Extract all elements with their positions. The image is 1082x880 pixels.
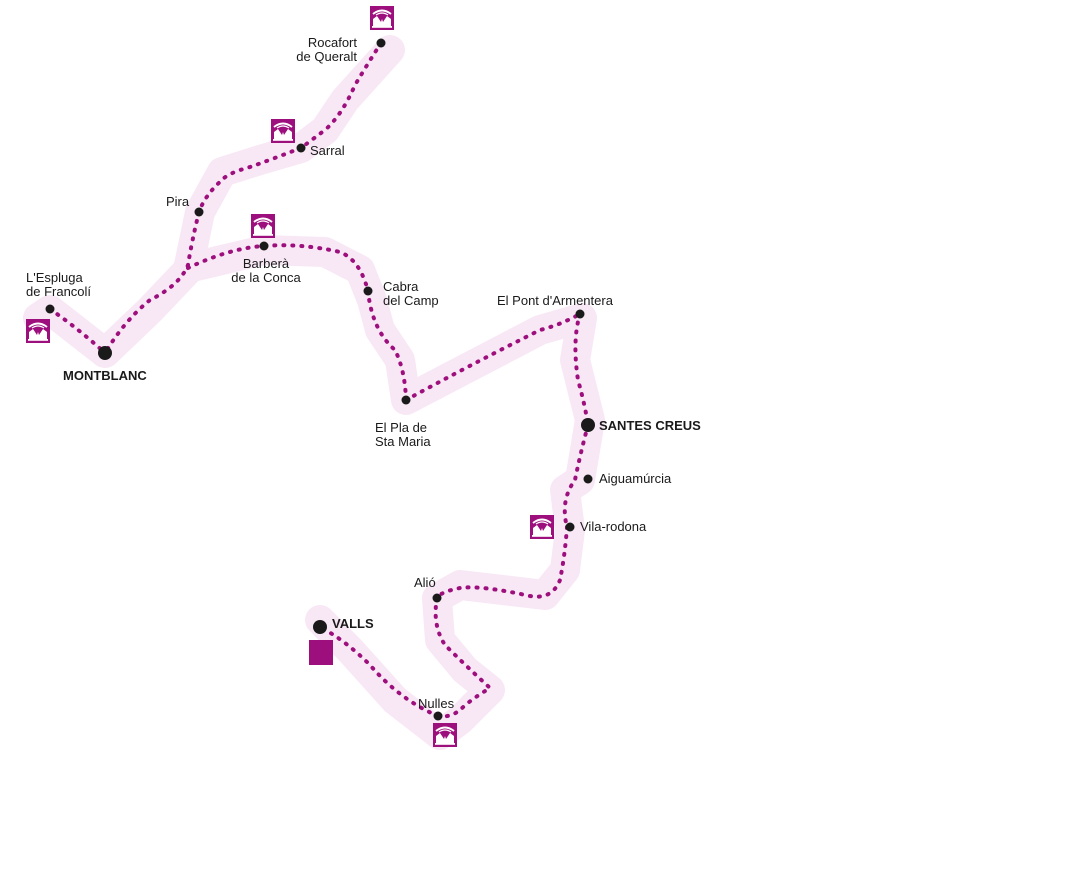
town-dot-sarral[interactable] [296, 143, 306, 153]
label-barbera-2: de la Conca [231, 270, 301, 285]
wine-cellar-icon[interactable] [270, 118, 296, 144]
town-dots [45, 38, 595, 721]
town-dot-montblanc[interactable] [98, 346, 112, 360]
town-dot-vilarodona[interactable] [565, 522, 575, 532]
label-valls: VALLS [332, 616, 374, 631]
label-alio: Alió [414, 575, 436, 590]
label-pont: El Pont d'Armentera [497, 293, 614, 308]
town-dot-nulles[interactable] [433, 711, 443, 721]
label-pira: Pira [166, 194, 190, 209]
label-rocafort-1: Rocafort [308, 35, 358, 50]
wine-cellar-icon[interactable] [250, 213, 276, 239]
wine-cellar-icon[interactable] [369, 5, 395, 31]
town-dot-pont[interactable] [575, 309, 585, 319]
town-dot-valls[interactable] [313, 620, 327, 634]
wine-cellar-icon[interactable] [529, 514, 555, 540]
label-cabra-1: Cabra [383, 279, 419, 294]
label-espluga-1: L'Espluga [26, 270, 83, 285]
town-dot-cabra[interactable] [363, 286, 373, 296]
town-dot-espluga[interactable] [45, 304, 55, 314]
label-aiguamurcia: Aiguamúrcia [599, 471, 672, 486]
label-nulles: Nulles [418, 696, 455, 711]
label-rocafort-2: de Queralt [296, 49, 357, 64]
square-marker-icon[interactable] [309, 640, 333, 665]
town-dot-aiguamurcia[interactable] [583, 474, 593, 484]
wine-cellar-icon[interactable] [25, 318, 51, 344]
town-dot-alio[interactable] [432, 593, 442, 603]
label-espluga-2: de Francolí [26, 284, 91, 299]
town-dot-pira[interactable] [194, 207, 204, 217]
label-barbera-1: Barberà [243, 256, 290, 271]
town-dot-santes-creus[interactable] [581, 418, 595, 432]
label-pla-1: El Pla de [375, 420, 427, 435]
label-vilarodona: Vila-rodona [580, 519, 647, 534]
town-dot-barbera[interactable] [259, 241, 269, 251]
label-montblanc: MONTBLANC [63, 368, 147, 383]
wine-cellar-icon[interactable] [432, 722, 458, 748]
label-cabra-2: del Camp [383, 293, 439, 308]
label-pla-2: Sta Maria [375, 434, 431, 449]
label-sarral: Sarral [310, 143, 345, 158]
label-santes-creus: SANTES CREUS [599, 418, 701, 433]
town-dot-rocafort[interactable] [376, 38, 386, 48]
town-dot-pla[interactable] [401, 395, 411, 405]
